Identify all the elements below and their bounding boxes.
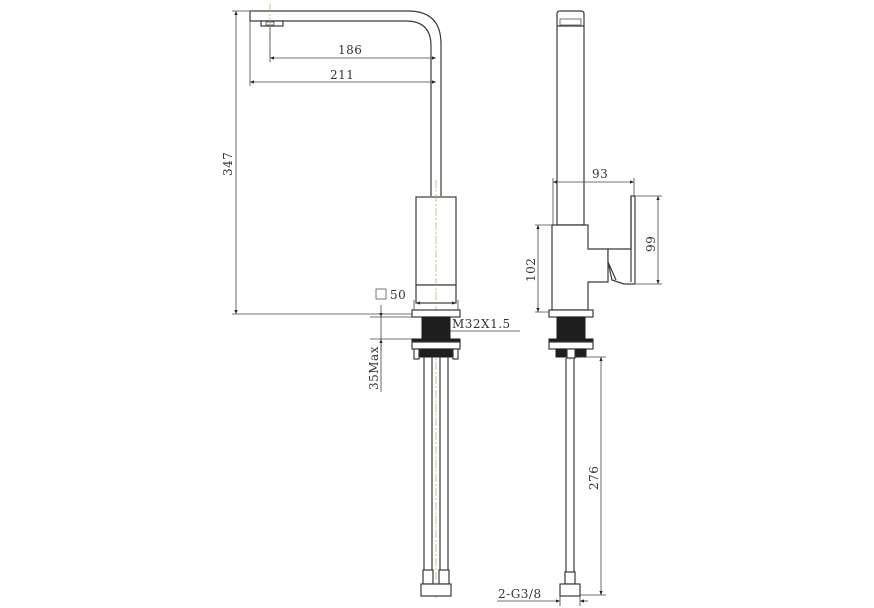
handle-lever [607,195,636,285]
front-view: 186 211 347 50 M32X1.5 [221,4,520,600]
side-view: 93 99 102 276 [497,10,662,606]
dim-276: 276 [587,466,601,490]
dim-102: 102 [524,258,538,282]
square-symbol [375,288,387,300]
base-plate-side [548,309,594,318]
faucet-body-side [551,224,609,311]
hose-fitting-side [559,571,581,597]
hose-fittings-front [420,569,452,597]
dim-99: 99 [644,236,658,252]
dim-50: 50 [390,288,406,302]
mounting-washer-side [548,341,594,350]
dim-m32x1-5: M32X1.5 [452,317,511,331]
mounting-washer [411,341,461,350]
base-plate [411,309,461,318]
dim-347: 347 [221,152,235,176]
dim-35max: 35Max [367,346,381,390]
dim-211: 211 [330,68,354,82]
dim-93: 93 [592,167,608,181]
aerator [260,20,284,27]
threaded-shank [421,316,451,340]
dim-2-g3-8: 2-G3/8 [498,587,542,601]
spout-column [556,10,585,226]
threaded-shank-side [556,316,586,340]
aerator-side [559,18,582,26]
spout-inner [250,20,432,196]
spout-outline [250,10,442,196]
dim-186: 186 [338,43,362,57]
